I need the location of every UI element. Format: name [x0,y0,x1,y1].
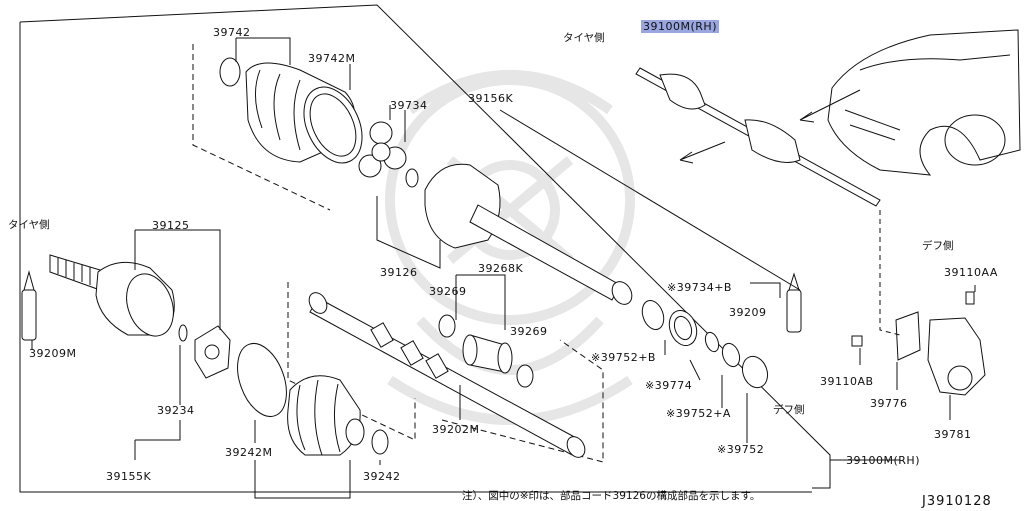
label-39234[interactable]: 39234 [157,404,195,417]
label-39125[interactable]: 39125 [152,219,190,232]
outer-boot [237,343,389,456]
label-39242[interactable]: 39242 [363,470,401,483]
steering-knuckle [851,291,986,396]
label-39742M[interactable]: 39742M [308,52,356,65]
label-39774[interactable]: ※39774 [645,379,693,392]
vehicle-shaft-overview [635,67,881,207]
label-39776[interactable]: 39776 [870,397,908,410]
label-39110AB[interactable]: 39110AB [820,375,874,388]
label-39734[interactable]: 39734 [390,99,428,112]
dashed-box-inner-boot [192,44,331,211]
frame-lines [19,4,900,493]
label-39242M[interactable]: 39242M [225,446,273,459]
label-39269-a[interactable]: 39269 [429,285,467,298]
damper [438,314,534,388]
label-39734-b[interactable]: ※39734+B [667,281,732,294]
label-39155K[interactable]: 39155K [106,470,152,483]
highlighted-part-number: 39100M(RH) [641,20,719,33]
label-39100M-rh-bottom[interactable]: 39100M(RH) [846,454,920,467]
label-39209M[interactable]: 39209M [29,347,77,360]
label-39209-right[interactable]: 39209 [729,306,767,319]
leader-lines [31,37,976,499]
diagram-code: J3910128 [922,494,992,509]
grease-tubes [21,270,802,341]
label-39752-b[interactable]: ※39752+B [591,351,656,364]
inner-housing-shaft [424,163,633,305]
diff-side-label-bottom: デフ側 [773,404,805,416]
outer-joint [49,254,231,379]
bearing-seal-set [641,299,769,389]
drive-shaft [308,292,586,458]
label-39110AA[interactable]: 39110AA [944,266,998,279]
direction-arrows [679,89,901,336]
tire-side-label-left: タイヤ側 [8,219,50,231]
footnote: 注）、図中の※印は、部品コード39126の構成部品を示します。 [462,490,761,502]
diff-side-label-right: デフ側 [922,240,954,252]
label-39269-b[interactable]: 39269 [510,325,548,338]
label-39781[interactable]: 39781 [934,428,972,441]
inner-boot-assembly [219,57,363,164]
tripod-joint [358,121,419,188]
vehicle-outline [827,29,1021,176]
label-39126[interactable]: 39126 [380,266,418,279]
dashed-box-shaft [441,339,604,463]
label-39752-a[interactable]: ※39752+A [666,407,731,420]
label-39752[interactable]: ※39752 [717,443,765,456]
label-39268K[interactable]: 39268K [478,262,524,275]
label-39156K[interactable]: 39156K [468,92,514,105]
tire-side-label-top: タイヤ側 [563,32,605,44]
label-39100M-rh[interactable]: 39100M(RH) [641,20,719,33]
label-39202M[interactable]: 39202M [432,423,480,436]
label-39742[interactable]: 39742 [213,26,251,39]
